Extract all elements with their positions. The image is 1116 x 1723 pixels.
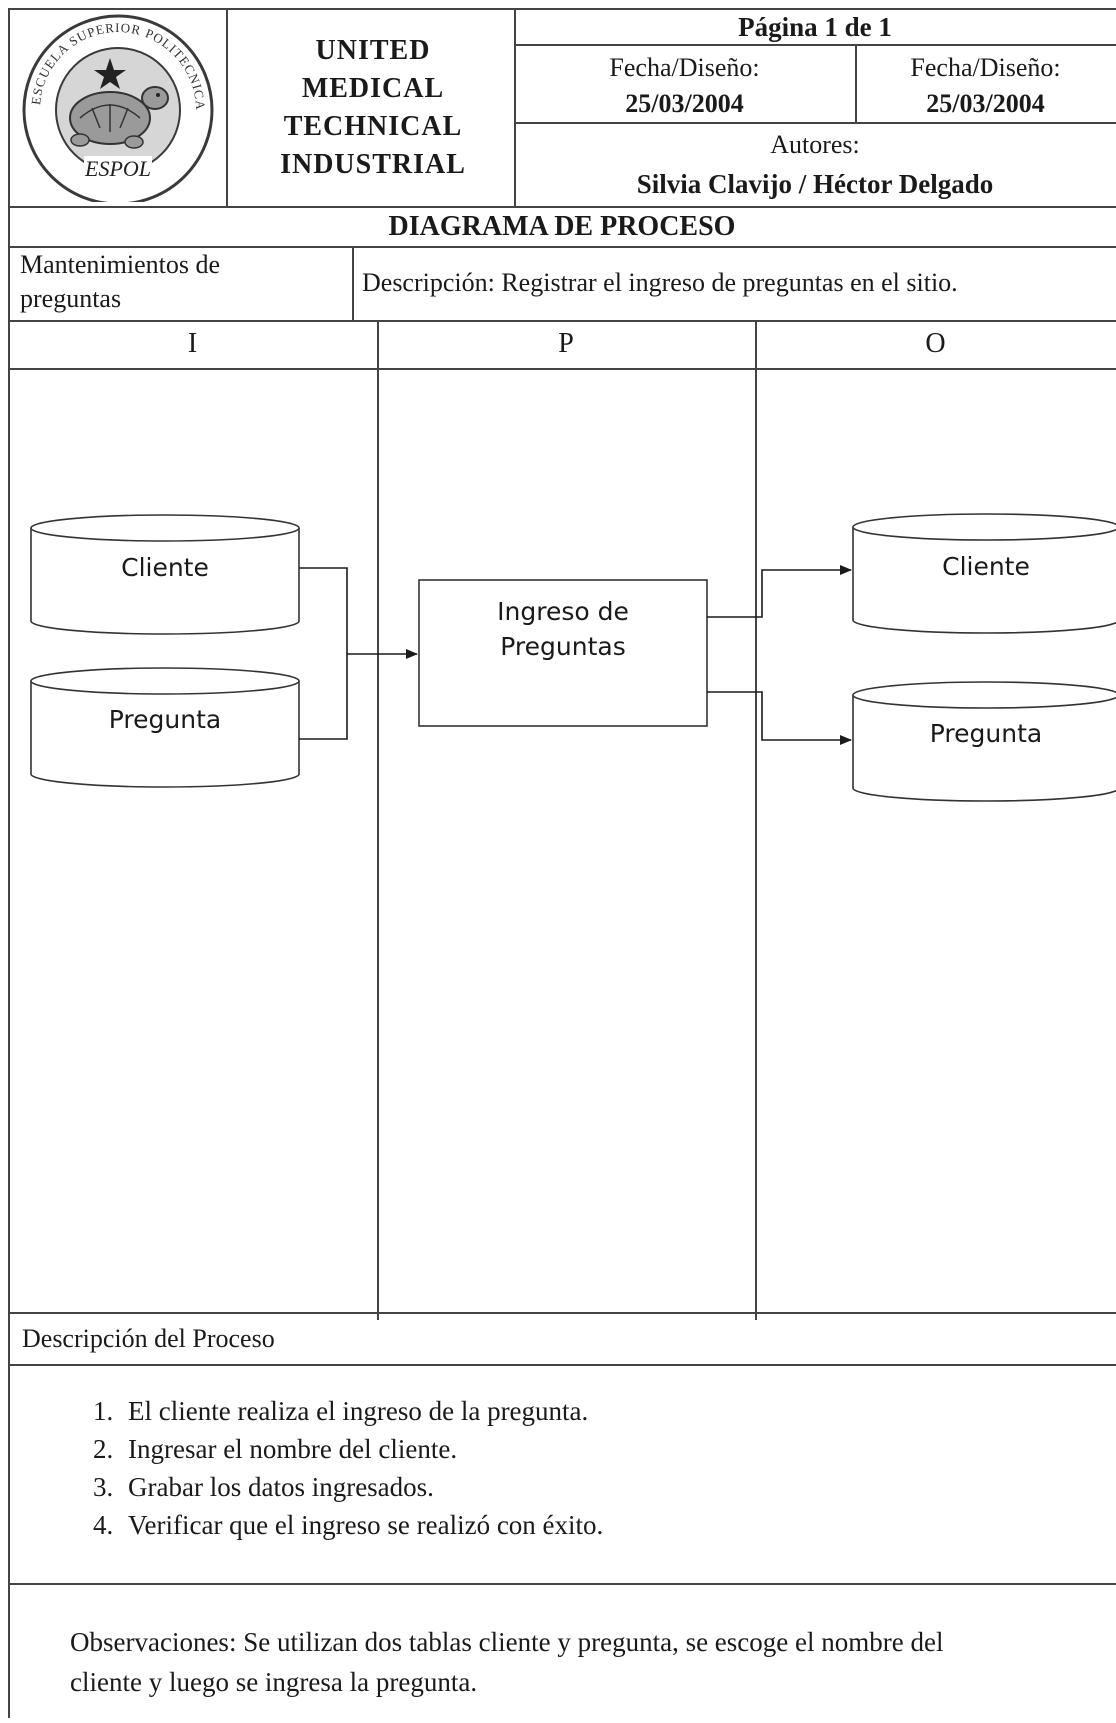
header-divider-company <box>514 8 516 206</box>
process-step: El cliente realiza el ingreso de la preg… <box>120 1392 603 1430</box>
process-steps-list: El cliente realiza el ingreso de la preg… <box>70 1392 603 1544</box>
process-step: Verificar que el ingreso se realizó con … <box>120 1506 603 1544</box>
input-cylinder-pregunta <box>30 667 300 788</box>
column-divider-po <box>755 320 757 1320</box>
process-label-line-1: Ingreso de <box>497 597 629 626</box>
module-description: Descripción: Registrar el ingreso de pre… <box>362 268 958 297</box>
column-divider-ip <box>377 320 379 1320</box>
column-header-process: P <box>558 328 574 359</box>
espol-seal-logo: ESCUELA SUPERIOR POLITECNICA DEL LITORAL… <box>13 0 218 206</box>
date-right-value: 25/03/2004 <box>926 89 1045 118</box>
frame-left-border <box>8 8 10 1718</box>
output-cylinder-cliente <box>852 513 1116 634</box>
company-line-1: UNITED <box>315 35 431 66</box>
arrow-to-output-cliente <box>707 565 852 618</box>
output-cylinder-pregunta <box>852 681 1116 802</box>
header-date-divider <box>855 44 857 122</box>
company-line-4: INDUSTRIAL <box>280 149 466 180</box>
process-box <box>418 579 708 727</box>
column-header-rule <box>8 368 1116 370</box>
module-bottom-rule <box>8 320 1116 322</box>
authors-value: Silvia Clavijo / Héctor Delgado <box>636 169 994 199</box>
output-cliente-label: Cliente <box>942 552 1030 581</box>
input-cylinder-cliente <box>30 514 300 635</box>
observations: Observaciones: Se utilizan dos tablas cl… <box>70 1622 1116 1702</box>
module-name-line-1: Mantenimientos de <box>20 250 221 279</box>
input-cliente-label: Cliente <box>121 553 209 582</box>
observations-line-2: cliente y luego se ingresa la pregunta. <box>70 1667 478 1697</box>
arrow-to-output-pregunta <box>707 691 852 745</box>
process-description-title: Descripción del Proceso <box>22 1324 275 1353</box>
diagram-bottom-rule <box>8 1312 1116 1314</box>
date-left-value: 25/03/2004 <box>625 89 744 118</box>
title-bottom-rule <box>8 246 1116 248</box>
column-header-output: O <box>925 328 946 359</box>
header-page-rule <box>514 44 1116 46</box>
header-date-rule <box>514 122 1116 124</box>
input-merge-connector <box>299 567 348 740</box>
input-pregunta-label: Pregunta <box>108 705 222 734</box>
process-step: Ingresar el nombre del cliente. <box>120 1430 603 1468</box>
process-desc-title-rule <box>8 1364 1116 1366</box>
process-step: Grabar los datos ingresados. <box>120 1468 603 1506</box>
espol-turtle-seal-icon: ESCUELA SUPERIOR POLITECNICA DEL LITORAL… <box>13 0 214 206</box>
output-pregunta-label: Pregunta <box>929 719 1043 748</box>
module-name: Mantenimientos de preguntas <box>20 248 350 316</box>
seal-bottom-text: ESPOL <box>84 156 151 181</box>
company-line-3: TECHNICAL <box>283 111 463 142</box>
authors-label: Autores: <box>770 130 860 159</box>
company-line-2: MEDICAL <box>301 73 445 104</box>
process-label: Ingreso de Preguntas <box>419 594 707 664</box>
date-left-label: Fecha/Diseño: <box>609 53 760 82</box>
company-name: UNITED MEDICAL TECHNICAL INDUSTRIAL <box>228 32 518 184</box>
column-header-input: I <box>187 328 198 359</box>
observations-line-1: Observaciones: Se utilizan dos tablas cl… <box>70 1627 944 1657</box>
module-divider <box>352 246 354 320</box>
header-divider-logo <box>226 8 228 206</box>
frame-top-border <box>8 8 1116 10</box>
date-right-label: Fecha/Diseño: <box>910 53 1061 82</box>
header-bottom-rule <box>8 206 1116 208</box>
diagram-title: DIAGRAMA DE PROCESO <box>388 211 736 242</box>
module-name-line-2: preguntas <box>20 284 122 313</box>
observations-top-rule <box>8 1583 1116 1585</box>
process-label-line-2: Preguntas <box>500 632 626 661</box>
page-number: Página 1 de 1 <box>738 12 892 42</box>
